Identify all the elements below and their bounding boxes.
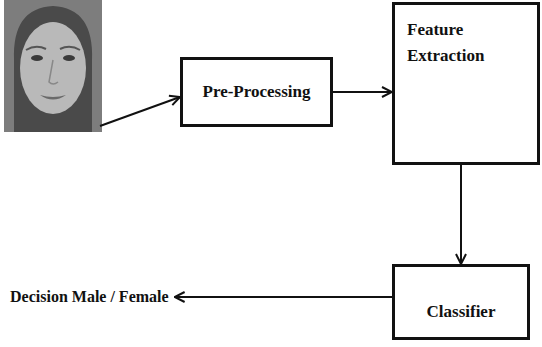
decision-label: Decision Male / Female bbox=[10, 288, 169, 306]
mouth bbox=[40, 95, 66, 100]
eye bbox=[63, 55, 75, 61]
box-text: Pre-Processing bbox=[203, 79, 311, 105]
input-arrow bbox=[100, 97, 180, 126]
output-arrow bbox=[175, 296, 392, 298]
eyebrow bbox=[60, 47, 80, 50]
process-box: Classifier bbox=[392, 264, 530, 340]
face-photo bbox=[4, 0, 102, 132]
flow-arrow bbox=[460, 165, 462, 264]
hair bbox=[14, 6, 92, 132]
face-skin bbox=[20, 22, 86, 114]
eyebrow bbox=[26, 47, 46, 50]
process-box: Pre-Processing bbox=[180, 57, 333, 127]
box-text: Classifier bbox=[427, 299, 496, 325]
box-text: Feature Extraction bbox=[407, 17, 487, 70]
eye bbox=[31, 55, 43, 61]
process-box: Feature Extraction bbox=[392, 2, 540, 165]
flow-arrow bbox=[333, 91, 392, 93]
nose bbox=[49, 60, 58, 84]
photo-background bbox=[4, 0, 102, 132]
